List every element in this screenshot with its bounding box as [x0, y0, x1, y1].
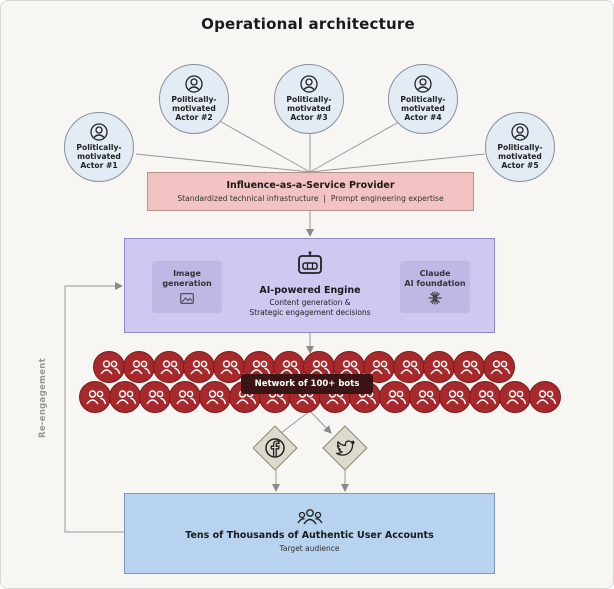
users-icon	[416, 390, 437, 405]
users-icon	[536, 390, 557, 405]
users-icon	[490, 360, 511, 375]
service-provider-subtitle: Standardized technical infrastructure | …	[177, 194, 444, 203]
users-icon	[190, 360, 211, 375]
bot-node	[199, 381, 231, 413]
actor-label-line: Actor #2	[175, 113, 213, 122]
claude-label: Claude	[419, 269, 451, 278]
actor-label-line: Politically-	[76, 143, 122, 152]
ai-engine-center: AI-powered Engine Content generation &St…	[215, 251, 405, 318]
bot-node	[123, 351, 155, 383]
target-audience-box: Tens of Thousands of Authentic User Acco…	[124, 493, 495, 574]
users-icon	[160, 360, 181, 375]
facebook-icon	[265, 438, 285, 458]
bot-node	[499, 381, 531, 413]
actor-label-line: Actor #5	[501, 161, 539, 170]
twitter-icon	[336, 440, 355, 456]
bot-node	[139, 381, 171, 413]
users-icon	[250, 360, 271, 375]
bot-node	[153, 351, 185, 383]
user-icon	[90, 123, 108, 141]
users-icon	[280, 360, 301, 375]
ai-engine-description: Content generation &	[269, 298, 351, 307]
service-provider-box: Influence-as-a-Service Provider Standard…	[147, 172, 474, 211]
user-icon	[414, 75, 432, 93]
bot-network-label: Network of 100+ bots	[241, 374, 373, 394]
actor-label-line: Actor #1	[80, 161, 118, 170]
bot-node	[409, 381, 441, 413]
bot-node	[93, 351, 125, 383]
diagram-title: Operational architecture	[201, 15, 415, 33]
users-icon	[220, 360, 241, 375]
users-icon	[386, 390, 407, 405]
target-audience-title: Tens of Thousands of Authentic User Acco…	[185, 530, 434, 541]
bot-node	[379, 381, 411, 413]
users-icon	[100, 360, 121, 375]
bot-node	[439, 381, 471, 413]
users-icon	[206, 390, 227, 405]
bot-node	[109, 381, 141, 413]
bot-node	[79, 381, 111, 413]
user-icon	[185, 75, 203, 93]
users-icon	[340, 360, 361, 375]
re-engagement-label: Re-engagement	[38, 358, 48, 438]
actor-label-line: Actor #4	[404, 113, 442, 122]
users-icon	[400, 360, 421, 375]
actor-label-line: motivated	[401, 104, 445, 113]
bot-node	[423, 351, 455, 383]
image-generation-label: generation	[162, 279, 212, 288]
ai-engine-title: AI-powered Engine	[259, 285, 361, 296]
users-icon	[146, 390, 167, 405]
bot-node	[393, 351, 425, 383]
bot-node	[529, 381, 561, 413]
users-icon	[130, 360, 151, 375]
claude-label: AI foundation	[404, 279, 466, 288]
user-icon	[511, 123, 529, 141]
service-provider-title: Influence-as-a-Service Provider	[226, 180, 395, 191]
users-icon	[506, 390, 527, 405]
users-icon	[446, 390, 467, 405]
users-group-icon	[296, 509, 323, 525]
image-icon	[180, 293, 194, 304]
actor-label-line: motivated	[287, 104, 331, 113]
bot-node	[213, 351, 245, 383]
users-icon	[310, 360, 331, 375]
target-audience-subtitle: Target audience	[279, 544, 340, 553]
image-generation-label: Image	[173, 269, 201, 278]
users-icon	[176, 390, 197, 405]
bot-node	[183, 351, 215, 383]
starburst-icon	[428, 291, 442, 305]
actor-label-line: Politically-	[286, 95, 332, 104]
actor-label-line: Politically-	[171, 95, 217, 104]
users-icon	[86, 390, 107, 405]
bot-node	[469, 381, 501, 413]
actor-label-line: Actor #3	[290, 113, 328, 122]
users-icon	[116, 390, 137, 405]
users-icon	[370, 360, 391, 375]
actor-label-line: motivated	[77, 152, 121, 161]
bot-node	[169, 381, 201, 413]
actor-label-line: motivated	[172, 104, 216, 113]
users-icon	[430, 360, 451, 375]
robot-icon	[298, 251, 322, 274]
users-icon	[460, 360, 481, 375]
ai-engine-description: Strategic engagement decisions	[249, 308, 371, 317]
user-icon	[300, 75, 318, 93]
actor-label-line: Politically-	[497, 143, 543, 152]
actor-label-line: motivated	[498, 152, 542, 161]
bot-node	[453, 351, 485, 383]
bot-node	[483, 351, 515, 383]
actor-label-line: Politically-	[400, 95, 446, 104]
users-icon	[476, 390, 497, 405]
